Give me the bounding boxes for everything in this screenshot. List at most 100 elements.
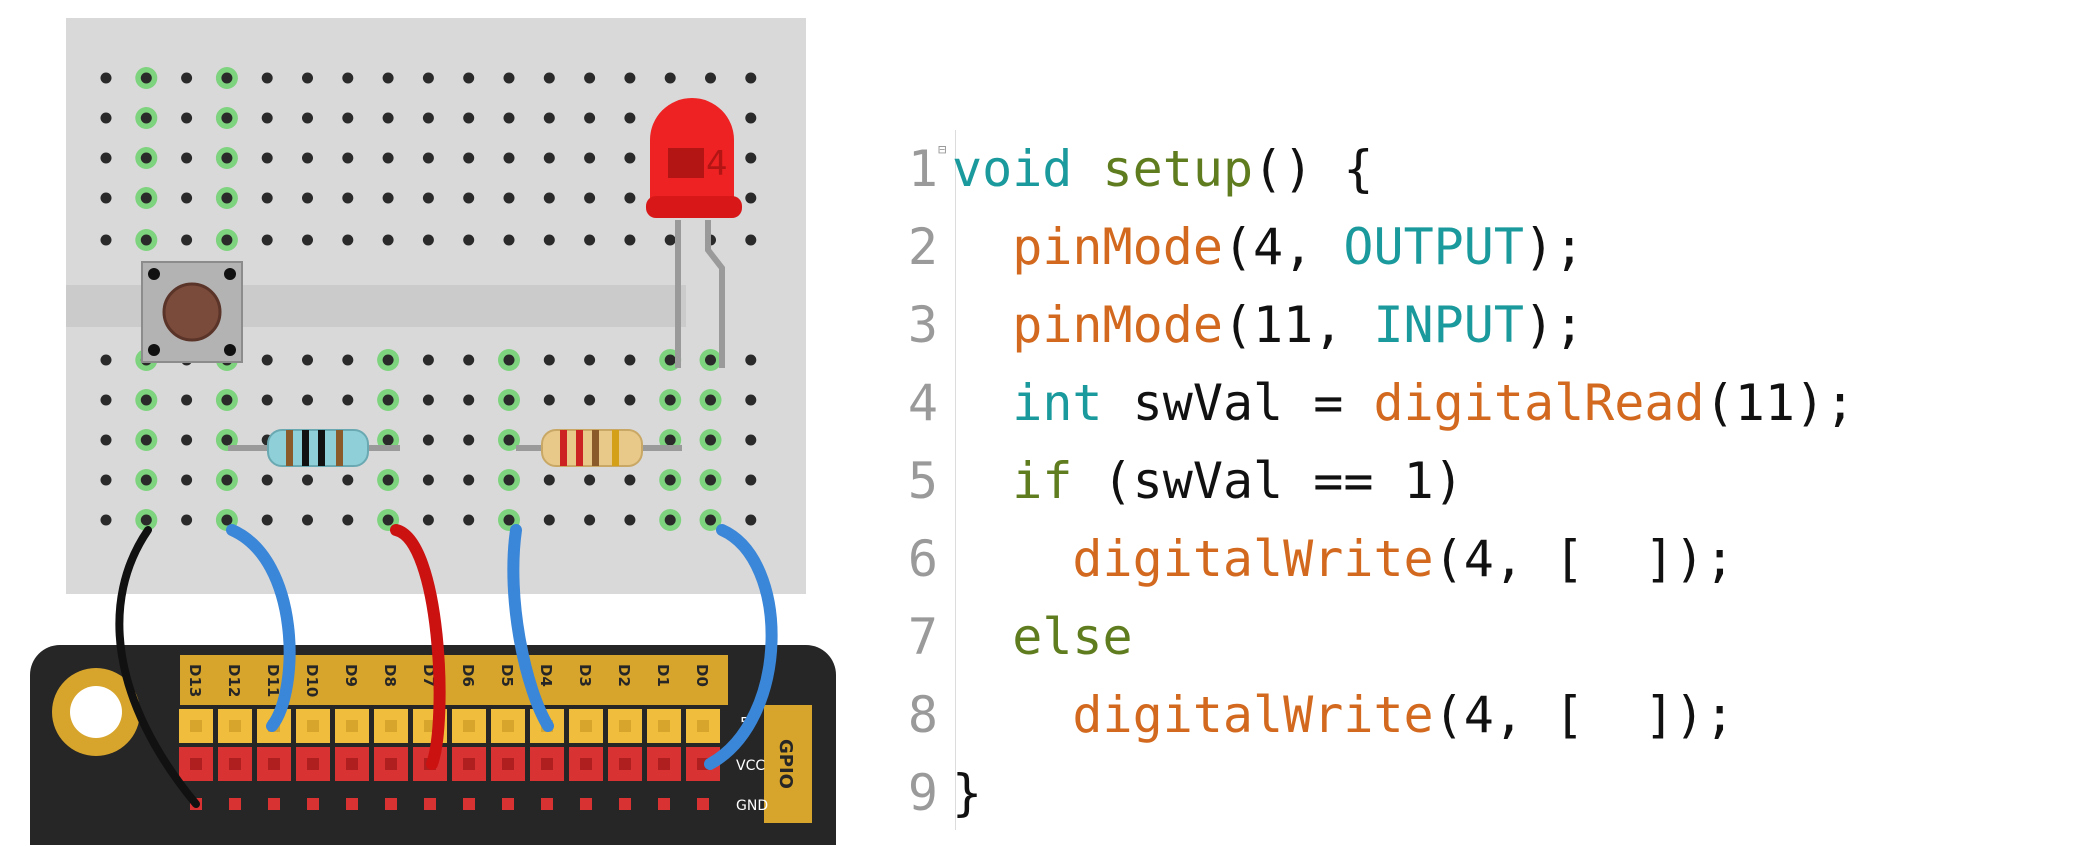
breadboard-hole [140,434,152,446]
breadboard-hole [302,474,313,486]
breadboard-hole [422,354,434,366]
header-label-strip [180,655,728,705]
breadboard-hole [382,514,394,526]
header-pin-label: D3 [576,664,594,687]
breadboard-hole [221,152,233,164]
breadboard-hole [503,394,515,406]
vcc-pin-socket [658,758,670,770]
gnd-pin-socket [268,798,280,810]
breadboard-hole [181,192,193,204]
code-line: 1⊟void setup() { [880,130,1374,208]
gnd-pin-socket [307,798,319,810]
resistor-1 [228,429,400,467]
breadboard-hole [140,192,152,204]
breadboard-hole [543,354,555,366]
breadboard-hole [584,152,596,164]
breadboard-hole [100,72,112,84]
breadboard-hole [302,514,313,526]
code-token: pinMode [1012,218,1223,276]
code-token [952,608,1012,666]
gnd-pin-socket [424,798,436,810]
breadboard-hole [745,72,757,84]
breadboard-hole [181,514,193,526]
signal-pin-socket [697,720,709,732]
line-number: 6 [907,530,938,588]
code-token [952,296,1012,354]
wire-blue-2 [507,524,554,732]
breadboard-hole [261,234,273,246]
breadboard-hole [624,394,636,406]
fold-marker-icon[interactable]: ⊟ [938,142,947,158]
breadboard-hole [584,474,596,486]
breadboard-hole [342,354,354,366]
wire-black [115,526,200,808]
breadboard-hole [382,434,394,446]
breadboard-hole [140,394,152,406]
vcc-pin-socket [268,758,280,770]
breadboard-hole [342,234,354,246]
breadboard-hole [221,434,233,446]
breadboard-hole [584,72,596,84]
code-line: 2 pinMode(4, OUTPUT); [880,208,1584,286]
breadboard-hole [302,152,313,164]
breadboard-hole [221,234,233,246]
breadboard-hole [302,354,313,366]
breadboard-hole [342,152,354,164]
code-token: (11, [1222,296,1374,354]
breadboard-hole [705,514,716,526]
breadboard-hole [302,234,313,246]
code-line: 7 else [880,598,1133,676]
breadboard-hole [664,234,676,246]
breadboard-hole [584,112,596,124]
gnd-pin-socket [463,798,475,810]
breadboard-hole [624,514,636,526]
code-token: (4, [1222,218,1344,276]
breadboard-hole [221,112,233,124]
vcc-pin-socket [580,758,592,770]
line-number: 8 [907,686,938,744]
breadboard-hole [463,152,475,164]
code-token: OUTPUT [1343,218,1524,276]
button-cap [162,282,222,342]
signal-pin-socket [346,720,358,732]
breadboard-hole [302,112,313,124]
breadboard-hole [745,474,757,486]
breadboard-hole [543,394,555,406]
breadboard-hole [261,152,273,164]
breadboard-hole [543,234,555,246]
code-token: setup [1102,140,1254,198]
breadboard-hole [302,72,313,84]
header-pin-label: D4 [537,664,555,687]
header-pin-label: D6 [459,664,477,687]
breadboard-hole [503,72,515,84]
breadboard-hole [543,112,555,124]
breadboard-hole [503,112,515,124]
breadboard-hole [181,234,193,246]
header-pin-label: D1 [654,664,672,687]
breadboard-hole [463,474,475,486]
code-line: 8 digitalWrite(4, [ ]); [880,676,1735,754]
breadboard-hole [100,514,112,526]
breadboard-hole [422,192,434,204]
breadboard-hole [705,354,716,366]
breadboard-hole [261,72,273,84]
breadboard-hole [342,192,354,204]
breadboard-hole [100,354,112,366]
code-token: pinMode [1012,296,1223,354]
breadboard-hole [221,192,233,204]
breadboard-hole [382,112,394,124]
breadboard-hole [705,434,716,446]
breadboard-hole [100,474,112,486]
header-pin-label: D2 [615,664,633,687]
gnd-pin-socket [229,798,241,810]
signal-pin-socket [190,720,202,732]
signal-pin-socket [658,720,670,732]
breadboard-hole [382,72,394,84]
code-token: swVal = [1102,374,1374,432]
code-token: digitalWrite [1072,530,1434,588]
breadboard-hole [463,354,475,366]
breadboard-hole [422,394,434,406]
breadboard-hole [584,514,596,526]
code-token: digitalWrite [1072,686,1434,744]
